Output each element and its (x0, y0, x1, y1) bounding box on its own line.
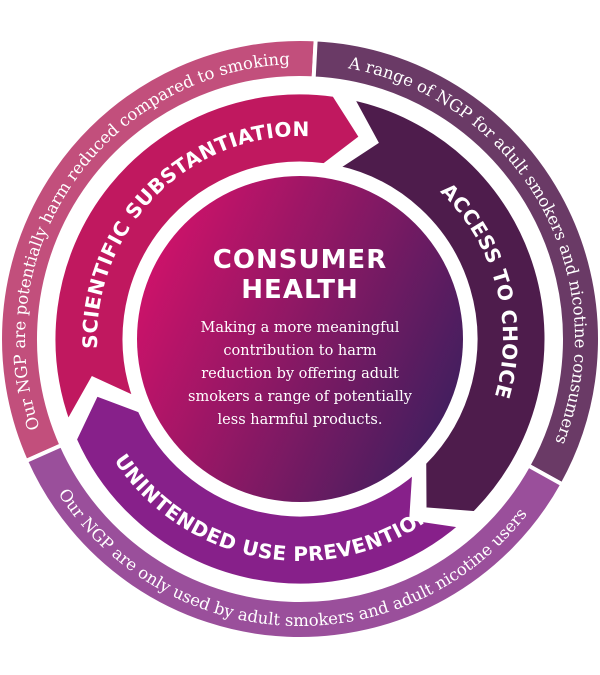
center-body-line: Making a more meaningful (201, 320, 400, 336)
center-title-line: CONSUMER (213, 245, 387, 275)
center-body-line: smokers a range of potentially (188, 389, 413, 405)
center-title: CONSUMER HEALTH (213, 245, 387, 305)
center-description: Making a more meaningful contribution to… (188, 320, 413, 428)
center-body-line: less harmful products. (218, 412, 383, 428)
pillar-arrow (50, 89, 366, 430)
center-circle (137, 176, 463, 502)
center-body-line: contribution to harm (223, 343, 376, 359)
pillar-arrow (330, 93, 550, 517)
outcome-segment (23, 442, 566, 641)
center-title-line: HEALTH (241, 275, 358, 305)
pillar-arrow (71, 390, 468, 589)
center-body-line: reduction by offering adult (201, 366, 399, 382)
